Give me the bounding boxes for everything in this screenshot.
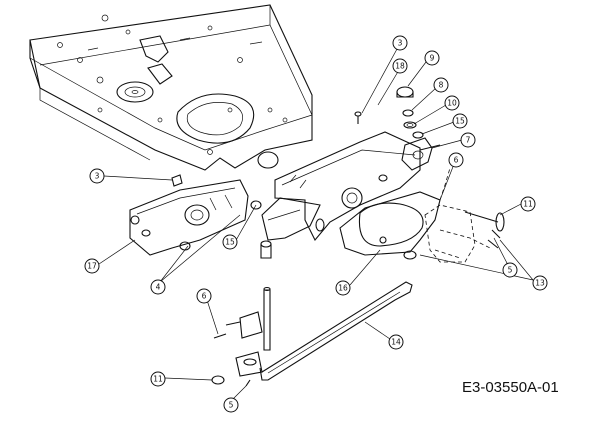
svg-text:5: 5	[508, 266, 513, 275]
callout-5-left: 5	[223, 397, 239, 413]
callout-6-right: 6	[448, 152, 464, 168]
svg-text:6: 6	[202, 292, 207, 301]
callout-16: 16	[335, 280, 351, 296]
svg-text:6: 6	[454, 156, 459, 165]
centre-link	[250, 197, 321, 259]
svg-text:8: 8	[439, 81, 444, 90]
drawing-code: E3-03550A-01	[462, 379, 559, 396]
callout-7: 7	[460, 132, 476, 148]
callout-13: 13	[532, 275, 548, 291]
callout-5-right: 5	[502, 262, 518, 278]
svg-text:5: 5	[229, 401, 234, 410]
svg-text:13: 13	[535, 279, 545, 288]
spindle-dashed	[424, 167, 491, 263]
callout-17: 17	[84, 258, 100, 274]
svg-text:9: 9	[430, 54, 435, 63]
svg-text:3: 3	[95, 172, 100, 181]
svg-text:17: 17	[87, 262, 97, 271]
hardware	[171, 86, 501, 387]
callout-11-left: 11	[150, 371, 166, 387]
steering-mount	[401, 137, 441, 171]
spindle-left	[225, 286, 271, 377]
right-bracket	[274, 131, 421, 241]
svg-text:14: 14	[391, 338, 401, 347]
svg-text:15: 15	[455, 117, 465, 126]
svg-text:15: 15	[225, 238, 235, 247]
callout-8: 8	[433, 77, 449, 93]
svg-text:4: 4	[156, 283, 161, 292]
svg-text:11: 11	[153, 375, 163, 384]
callout-11-right: 11	[520, 196, 536, 212]
svg-text:11: 11	[523, 200, 533, 209]
callout-15-left: 15	[222, 234, 238, 250]
callout-18: 18	[392, 58, 408, 74]
svg-text:3: 3	[398, 39, 403, 48]
callout-14: 14	[388, 334, 404, 350]
tie-rod	[259, 281, 413, 381]
callout-10: 10	[444, 95, 460, 111]
callout-4: 4	[150, 279, 166, 295]
chassis-frame	[29, 4, 313, 171]
axle-bolt-right	[464, 211, 505, 232]
leader-lines	[98, 48, 534, 403]
callout-15-right: 15	[452, 113, 468, 129]
callout-6-left: 6	[196, 288, 212, 304]
callout-3-left: 3	[89, 168, 105, 184]
svg-text:10: 10	[447, 99, 457, 108]
callout-9: 9	[424, 50, 440, 66]
callout-3-top: 3	[392, 35, 408, 51]
svg-text:16: 16	[338, 284, 348, 293]
svg-text:18: 18	[395, 62, 405, 71]
svg-text:7: 7	[466, 136, 471, 145]
